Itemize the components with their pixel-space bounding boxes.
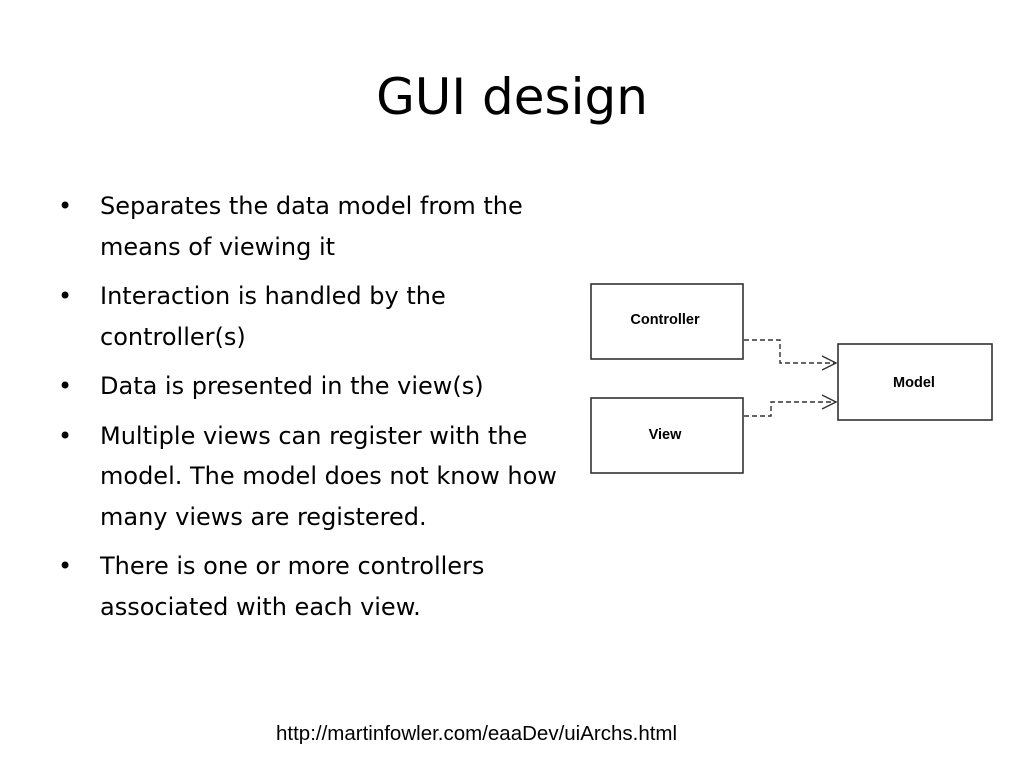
mvc-diagram: Controller View Model — [590, 283, 993, 474]
bullet-text: Multiple views can register with the mod… — [100, 421, 557, 531]
bullet-dot: • — [58, 421, 73, 450]
view-to-model-arrow — [744, 394, 838, 417]
bullet-text: Separates the data model from the means … — [100, 192, 523, 261]
bullet-text: Interaction is handled by the controller… — [100, 282, 446, 351]
controller-box: Controller — [590, 283, 744, 360]
bullet-item: • There is one or more controllers associ… — [58, 546, 558, 627]
bullet-list: • Separates the data model from the means… — [58, 186, 558, 636]
controller-label: Controller — [630, 312, 700, 328]
bullet-item: • Separates the data model from the means… — [58, 186, 558, 267]
view-label: View — [649, 427, 683, 443]
bullet-text: Data is presented in the view(s) — [100, 372, 484, 400]
model-label: Model — [893, 375, 935, 391]
bullet-item: • Data is presented in the view(s) — [58, 366, 558, 407]
bullet-dot: • — [58, 282, 73, 310]
bullet-dot: • — [58, 552, 73, 580]
view-box: View — [590, 397, 744, 474]
slide-title: GUI design — [376, 68, 648, 126]
bullet-dot: • — [58, 192, 73, 220]
bullet-item: • Interaction is handled by the controlle… — [58, 276, 558, 357]
source-link[interactable]: http://martinfowler.com/eaaDev/uiArchs.h… — [276, 722, 678, 745]
controller-to-model-arrow — [744, 339, 838, 371]
model-box: Model — [837, 343, 993, 421]
bullet-dot: • — [58, 372, 73, 400]
bullet-item: • Multiple views can register with the mo… — [58, 416, 558, 538]
bullet-text: There is one or more controllers associa… — [100, 552, 485, 621]
